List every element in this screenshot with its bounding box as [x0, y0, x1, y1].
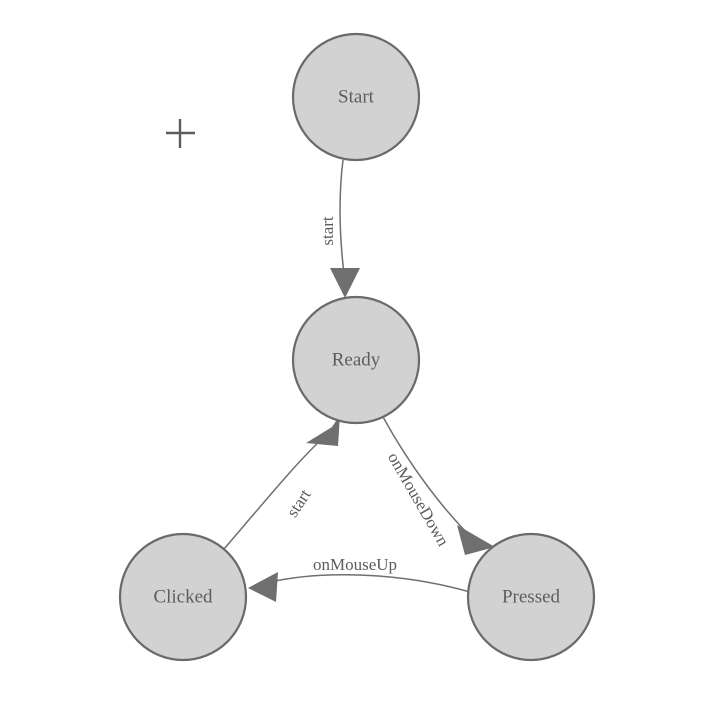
- node-ready[interactable]: Ready: [291, 295, 421, 425]
- node-ready-circle[interactable]: [291, 295, 421, 425]
- node-start[interactable]: Start: [291, 32, 421, 162]
- node-clicked[interactable]: Clicked: [118, 532, 248, 662]
- node-clicked-circle[interactable]: [118, 532, 248, 662]
- node-start-label: Start: [338, 86, 375, 107]
- node-start-circle[interactable]: [291, 32, 421, 162]
- node-ready-label: Ready: [332, 349, 381, 370]
- edge-pressed-to-clicked-path: [265, 574, 471, 593]
- node-pressed-label: Pressed: [502, 586, 561, 607]
- node-pressed-circle[interactable]: [466, 532, 596, 662]
- edge-clicked-to-ready-arrowhead: [306, 415, 340, 446]
- node-clicked-label: Clicked: [153, 586, 213, 607]
- edge-clicked-to-ready[interactable]: start: [223, 415, 340, 550]
- node-pressed[interactable]: Pressed: [466, 532, 596, 662]
- edge-start-to-ready-label: start: [318, 216, 337, 246]
- edge-start-to-ready-arrowhead: [330, 268, 360, 298]
- edge-pressed-to-clicked[interactable]: onMouseUp: [248, 555, 471, 602]
- edge-pressed-to-clicked-arrowhead: [248, 572, 278, 602]
- edge-pressed-to-clicked-label: onMouseUp: [313, 555, 397, 574]
- edge-start-to-ready-path: [339, 159, 345, 275]
- edge-clicked-to-ready-path: [223, 435, 326, 550]
- edge-ready-to-pressed[interactable]: onMouseDown: [382, 416, 495, 555]
- crosshair-icon: [166, 119, 195, 148]
- edge-ready-to-pressed-arrowhead: [457, 525, 495, 555]
- edge-start-to-ready[interactable]: start: [318, 159, 360, 298]
- edge-ready-to-pressed-label: onMouseDown: [384, 449, 453, 550]
- edge-clicked-to-ready-label: start: [283, 485, 315, 520]
